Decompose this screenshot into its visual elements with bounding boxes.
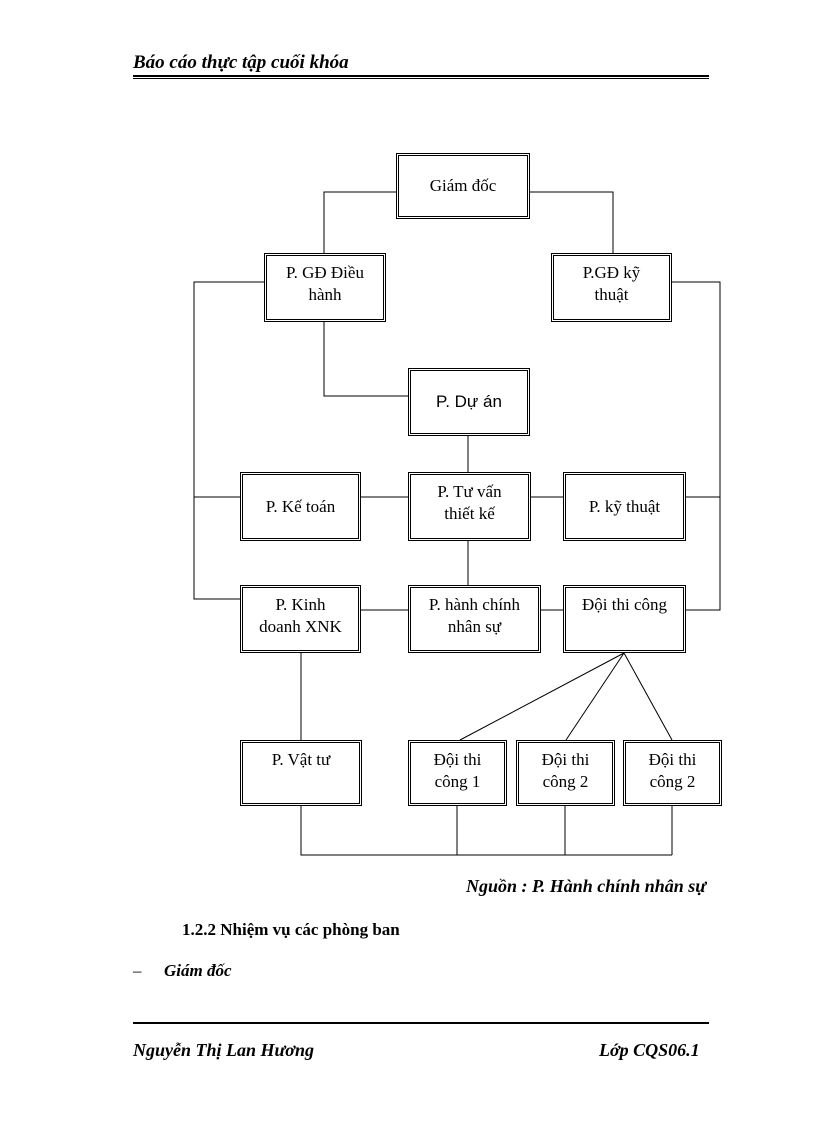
box-pgd-dieu-hanh: P. GĐ Điều hành xyxy=(264,253,386,322)
box-doi-thi-cong-1-label: Đội thi công 1 xyxy=(433,750,482,791)
connector-pgd-du-an xyxy=(323,322,408,397)
footer-author: Nguyễn Thị Lan Hương xyxy=(133,1040,314,1060)
connector-fan-2 xyxy=(565,652,625,741)
connector-right-loop xyxy=(672,281,721,611)
box-pgd-dieu-hanh-label: P. GĐ Điều hành xyxy=(286,263,364,304)
box-p-kinh-doanh-label: P. Kinh doanh XNK xyxy=(259,595,342,636)
box-doi-thi-cong-label: Đội thi công xyxy=(582,595,667,614)
bullet-mark: – xyxy=(133,961,142,980)
box-pgd-ky-thuat-label: P.GĐ kỹ thuật xyxy=(582,263,641,304)
box-p-du-an: P. Dự án xyxy=(408,368,530,436)
box-p-tu-van-label: P. Tư vấn thiết kế xyxy=(437,482,502,523)
box-p-vat-tu-label: P. Vật tư xyxy=(271,750,331,769)
section-heading: 1.2.2 Nhiệm vụ các phòng ban xyxy=(182,920,400,939)
box-p-ky-thuat-label: P. kỹ thuật xyxy=(588,496,661,516)
chart-source: Nguồn : P. Hành chính nhân sự xyxy=(466,876,707,896)
bullet-text: Giám đốc xyxy=(164,961,232,980)
box-doi-thi-cong: Đội thi công xyxy=(563,585,686,653)
connector-fan-1 xyxy=(459,652,625,741)
page-header-title: Báo cáo thực tập cuối khóa xyxy=(133,52,349,73)
box-p-ky-thuat: P. kỹ thuật xyxy=(563,472,686,541)
box-pgd-ky-thuat: P.GĐ kỹ thuật xyxy=(551,253,672,322)
box-doi-thi-cong-2a-label: Đội thi công 2 xyxy=(541,750,590,791)
header-rule-thin xyxy=(133,78,709,79)
box-p-hanh-chinh: P. hành chính nhân sự xyxy=(408,585,541,653)
box-p-du-an-label: P. Dự án xyxy=(436,392,502,411)
box-doi-thi-cong-2b: Đội thi công 2 xyxy=(623,740,722,806)
box-p-hanh-chinh-label: P. hành chính nhân sự xyxy=(428,595,521,636)
connector-bottom-bus xyxy=(300,806,672,856)
box-p-kinh-doanh: P. Kinh doanh XNK xyxy=(240,585,361,653)
connector-left-loop xyxy=(193,281,264,600)
box-p-ke-toan-label: P. Kế toán xyxy=(265,496,336,516)
box-p-tu-van: P. Tư vấn thiết kế xyxy=(408,472,531,541)
box-giam-doc-label: Giám đốc xyxy=(429,176,497,195)
footer-class: Lớp CQS06.1 xyxy=(599,1040,700,1060)
footer-rule xyxy=(133,1022,709,1024)
connector-fan-3 xyxy=(623,652,673,741)
header-rule xyxy=(133,75,709,77)
box-doi-thi-cong-1: Đội thi công 1 xyxy=(408,740,507,806)
box-giam-doc: Giám đốc xyxy=(396,153,530,219)
box-doi-thi-cong-2b-label: Đội thi công 2 xyxy=(648,750,697,791)
box-doi-thi-cong-2a: Đội thi công 2 xyxy=(516,740,615,806)
box-p-ke-toan: P. Kế toán xyxy=(240,472,361,541)
box-p-vat-tu: P. Vật tư xyxy=(240,740,362,806)
connector-gd-pgd-dieu-hanh xyxy=(323,191,396,253)
connector-gd-pgd-ky-thuat xyxy=(530,191,614,253)
